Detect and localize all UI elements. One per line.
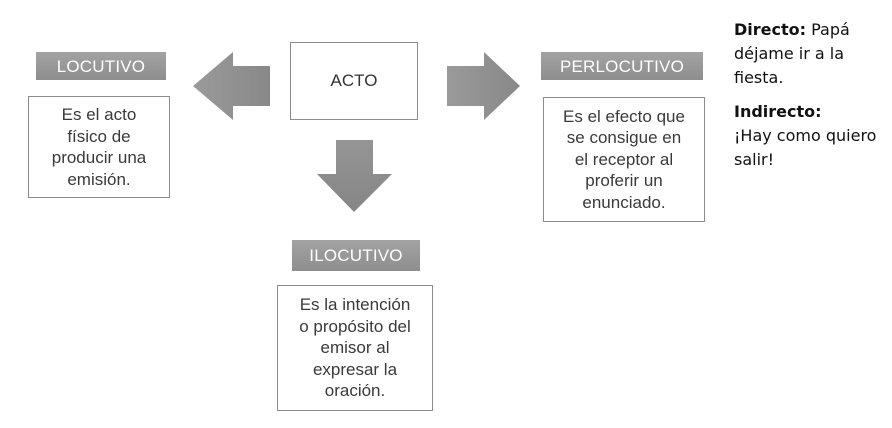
indirect-example-text: ¡Hay como quiero salir! bbox=[734, 126, 877, 169]
ilocutivo-label: ILOCUTIVO bbox=[292, 240, 420, 271]
acto-title: ACTO bbox=[330, 71, 378, 90]
ilocutivo-label-text: ILOCUTIVO bbox=[309, 246, 403, 265]
examples-panel: Directo: Papá déjame ir a la fiesta. Ind… bbox=[734, 18, 884, 182]
left-arrow-icon bbox=[193, 52, 270, 120]
direct-example: Directo: Papá déjame ir a la fiesta. bbox=[734, 18, 884, 90]
down-arrow-icon bbox=[317, 140, 392, 212]
acto-box: ACTO bbox=[290, 42, 418, 120]
perlocutivo-label-text: PERLOCUTIVO bbox=[559, 56, 685, 76]
indirect-example: Indirecto: ¡Hay como quiero salir! bbox=[734, 100, 884, 172]
perlocutivo-description: Es el efecto que se consigue en el recep… bbox=[543, 97, 705, 222]
perlocutivo-label: PERLOCUTIVO bbox=[541, 52, 703, 80]
direct-example-text: Papá déjame ir a la fiesta. bbox=[734, 20, 850, 87]
locutivo-description: Es el acto físico de producir una emisió… bbox=[28, 96, 170, 198]
locutivo-label-text: LOCUTIVO bbox=[56, 56, 146, 76]
indirect-example-label: Indirecto: bbox=[734, 102, 822, 121]
direct-example-label: Directo: bbox=[734, 20, 807, 39]
right-arrow-icon bbox=[447, 52, 520, 120]
locutivo-label: LOCUTIVO bbox=[36, 52, 166, 80]
ilocutivo-description: Es la intención o propósito del emisor a… bbox=[277, 285, 433, 411]
